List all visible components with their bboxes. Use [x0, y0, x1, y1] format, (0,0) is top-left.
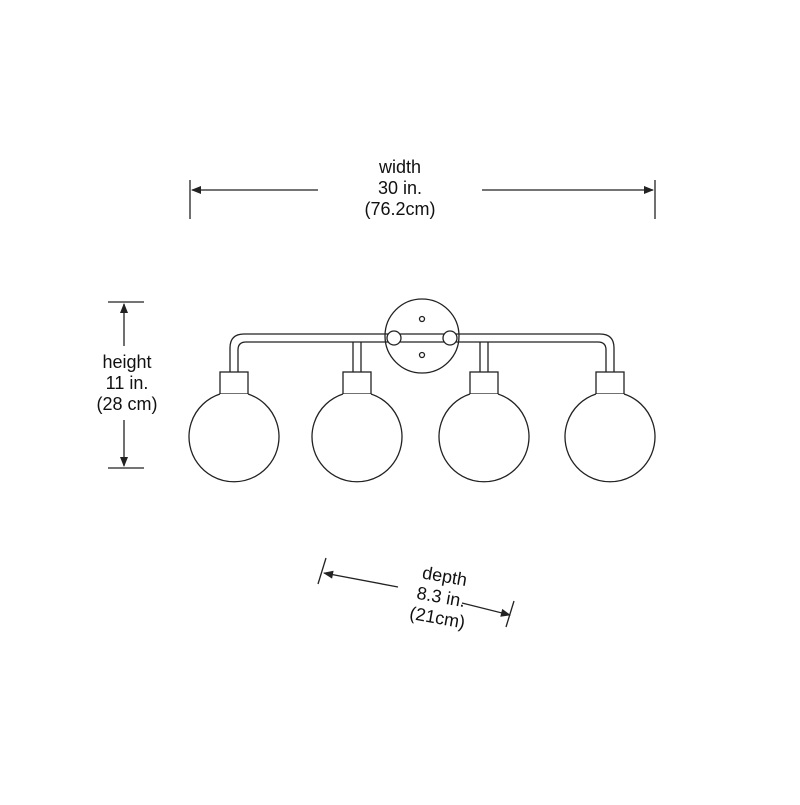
globe-shade-1 — [188, 371, 280, 483]
globe-shade-3 — [438, 371, 530, 483]
width-label: width 30 in. (76.2cm) — [340, 157, 460, 220]
width-inches: 30 in. — [377, 178, 423, 198]
height-metric: (28 cm) — [96, 394, 158, 414]
height-title: height — [102, 352, 152, 372]
globe-shade-2 — [311, 371, 403, 483]
width-metric: (76.2cm) — [364, 199, 436, 219]
depth-arrow-left — [323, 570, 399, 588]
depth-arrow-right — [461, 602, 511, 617]
wall-backplate — [384, 298, 460, 374]
width-dimension — [189, 180, 656, 219]
width-title: width — [378, 157, 422, 177]
horizontal-arm — [229, 330, 615, 372]
height-label: height 11 in. (28 cm) — [82, 352, 172, 415]
vanity-light-fixture — [188, 298, 656, 483]
depth-extension-left — [317, 557, 327, 585]
inner-stems — [352, 342, 489, 372]
depth-dimension — [317, 557, 515, 628]
globe-shade-4 — [564, 371, 656, 483]
height-dimension — [108, 301, 144, 469]
height-inches: 11 in. — [105, 373, 149, 393]
